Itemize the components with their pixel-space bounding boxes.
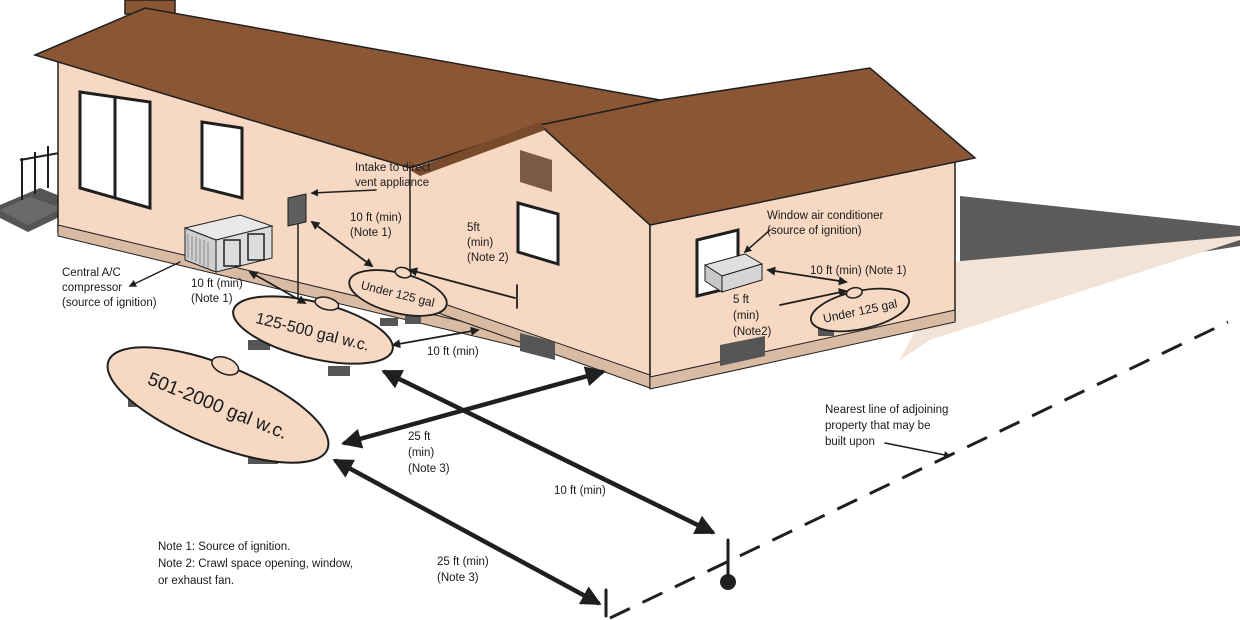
yard-path	[900, 236, 1240, 360]
dimension-lines	[128, 188, 952, 618]
window-ac-label: Window air conditioner (source of igniti…	[767, 210, 887, 237]
tank-125-500: 125-500 gal w.c.	[232, 295, 394, 376]
intake-label: Intake to direct vent appliance	[355, 162, 434, 189]
tank-under-125-right: Under 125 gal	[810, 286, 910, 336]
tank-2000-to-house-label: 25 ft (min) (Note 3)	[408, 431, 450, 475]
intake-5ft-label: 5ft (min) (Note 2)	[467, 222, 509, 264]
property-line-label: Nearest line of adjoining property that …	[825, 404, 952, 448]
window-air-conditioner	[703, 253, 764, 293]
property-line	[609, 320, 1229, 620]
entry-stairs	[0, 146, 77, 232]
crawl-space-vent-right	[720, 336, 765, 366]
window-5ft-label: 5 ft (min) (Note2)	[733, 294, 772, 338]
roof	[32, 0, 977, 226]
house-window-gable	[516, 201, 560, 267]
tank-2000-to-line-label: 25 ft (min) (Note 3)	[437, 556, 492, 584]
intake-distance-label: 10 ft (min) (Note 1)	[350, 212, 405, 239]
sliding-door	[78, 90, 152, 210]
tank-500-to-line-label: 10 ft (min)	[554, 485, 606, 497]
house-window-left	[200, 120, 244, 200]
attic-vent	[520, 150, 552, 192]
notes: Note 1: Source of ignition. Note 2: Craw…	[158, 541, 356, 587]
window-ac-distance-label: 10 ft (min) (Note 1)	[810, 265, 907, 277]
central-ac-compressor	[183, 214, 274, 273]
tank-500-to-house-label: 10 ft (min)	[427, 346, 479, 358]
labels: Intake to direct vent appliance 10 ft (m…	[62, 162, 952, 587]
crawl-space-vent	[520, 333, 555, 360]
ac-distance-label: 10 ft (min) (Note 1)	[191, 278, 246, 305]
central-ac-label: Central A/C compressor (source of igniti…	[62, 267, 157, 309]
tank-under-125-left: Under 125 gal	[348, 266, 448, 326]
